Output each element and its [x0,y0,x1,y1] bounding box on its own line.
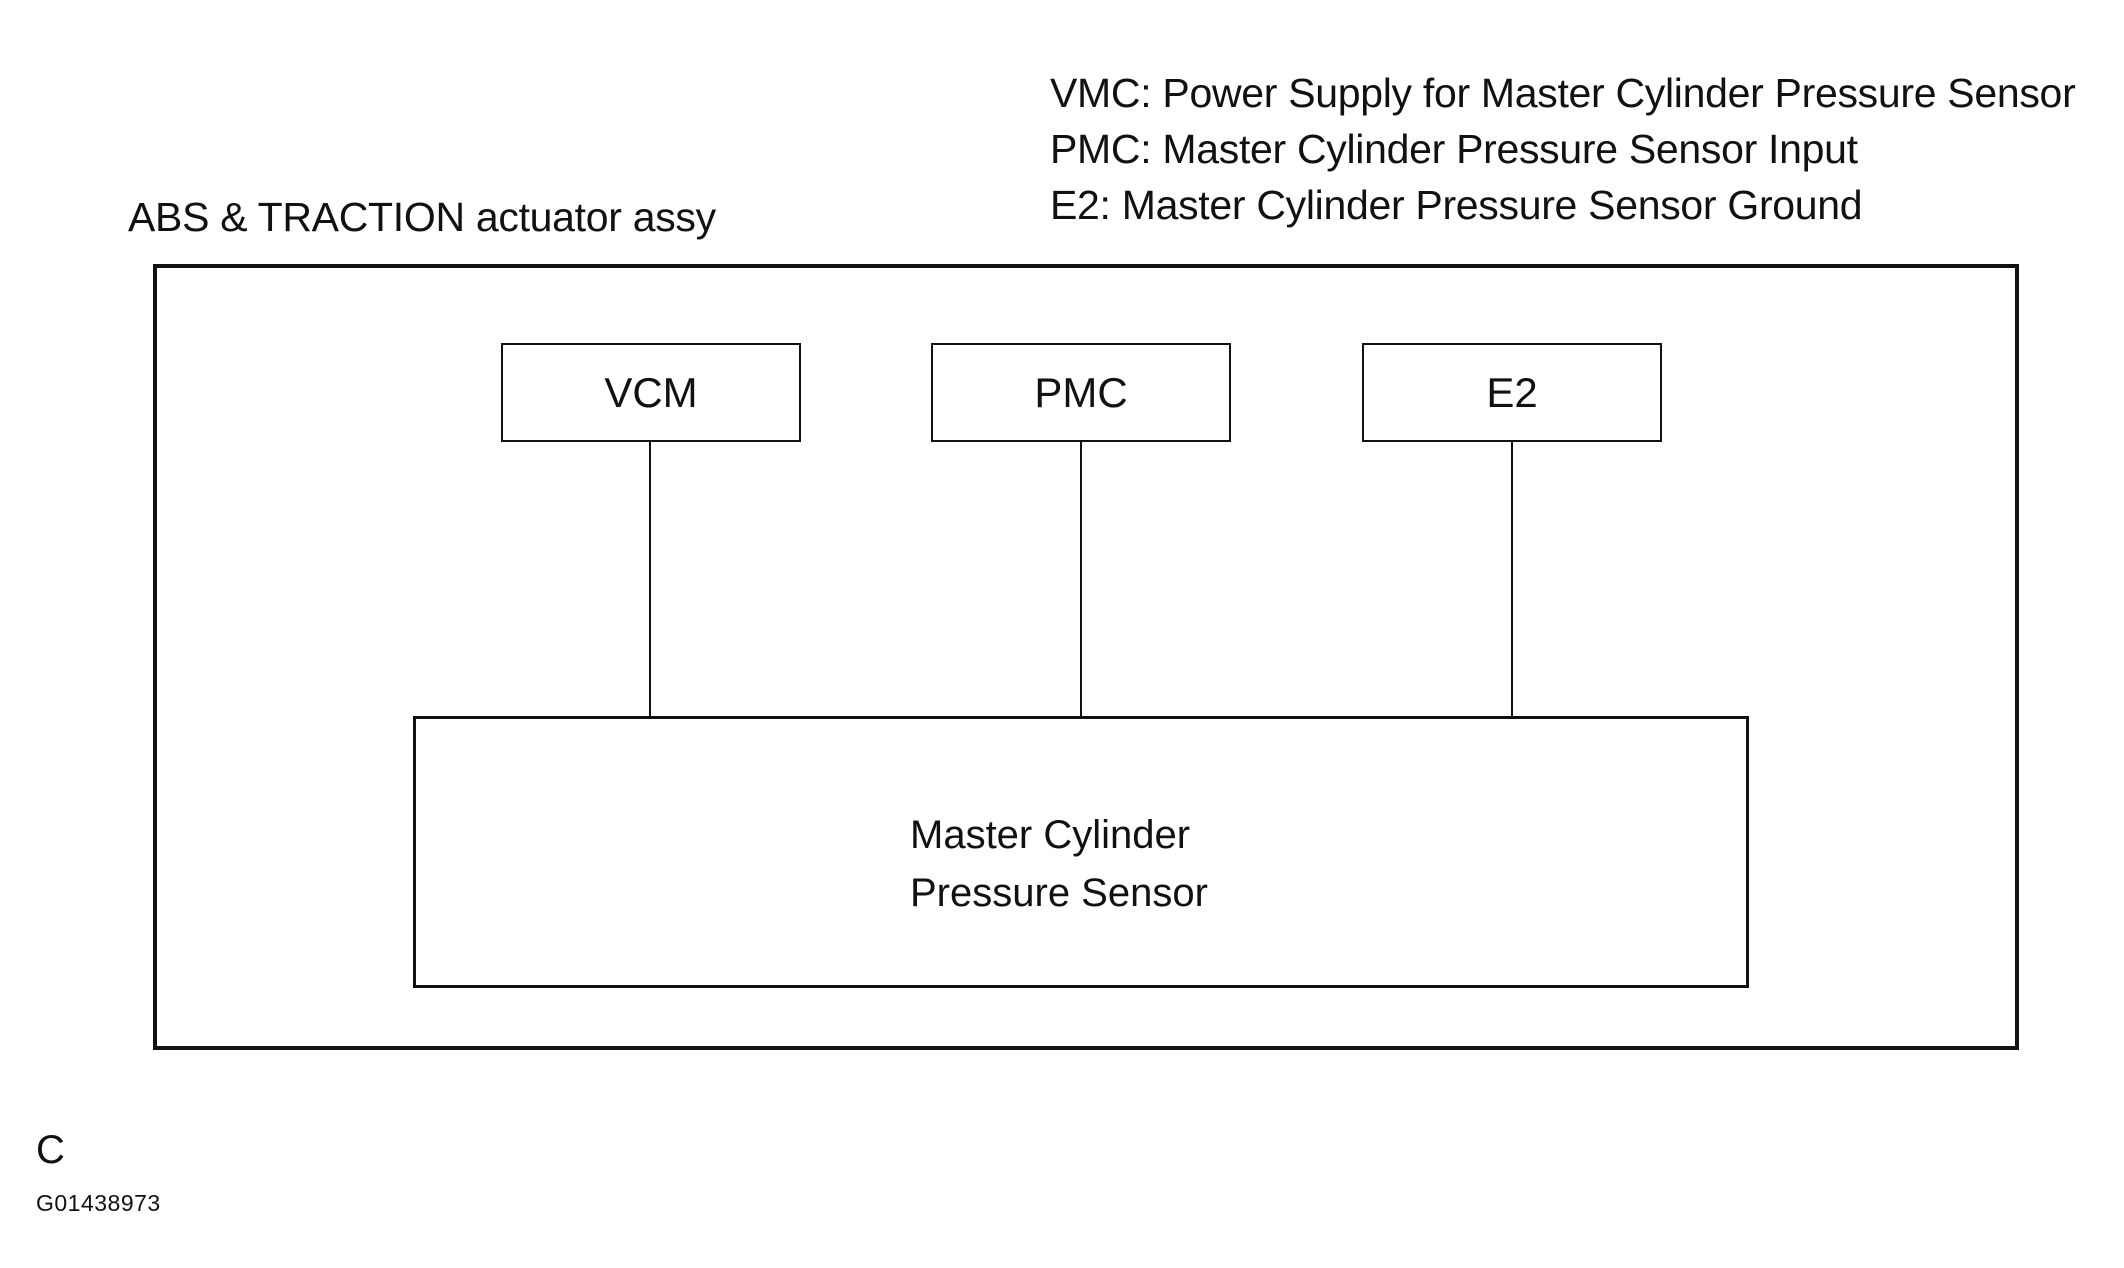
actuator-assembly-box [153,264,2019,1050]
wire-e2 [1511,440,1513,718]
wire-vcm [649,440,651,718]
legend-pmc: PMC: Master Cylinder Pressure Sensor Inp… [1050,126,1858,172]
sensor-label-line2: Pressure Sensor [910,871,1208,915]
terminal-vcm: VCM [501,343,801,442]
terminal-e2: E2 [1362,343,1662,442]
legend-e2: E2: Master Cylinder Pressure Sensor Grou… [1050,182,1863,228]
legend-vmc: VMC: Power Supply for Master Cylinder Pr… [1050,70,2076,116]
sensor-label-line1: Master Cylinder [910,813,1191,857]
terminal-pmc: PMC [931,343,1231,442]
wire-pmc [1080,440,1082,718]
assembly-title: ABS & TRACTION actuator assy [128,194,716,240]
master-cylinder-pressure-sensor-box [413,716,1749,988]
figure-letter: C [36,1128,65,1172]
figure-id: G01438973 [36,1190,161,1216]
